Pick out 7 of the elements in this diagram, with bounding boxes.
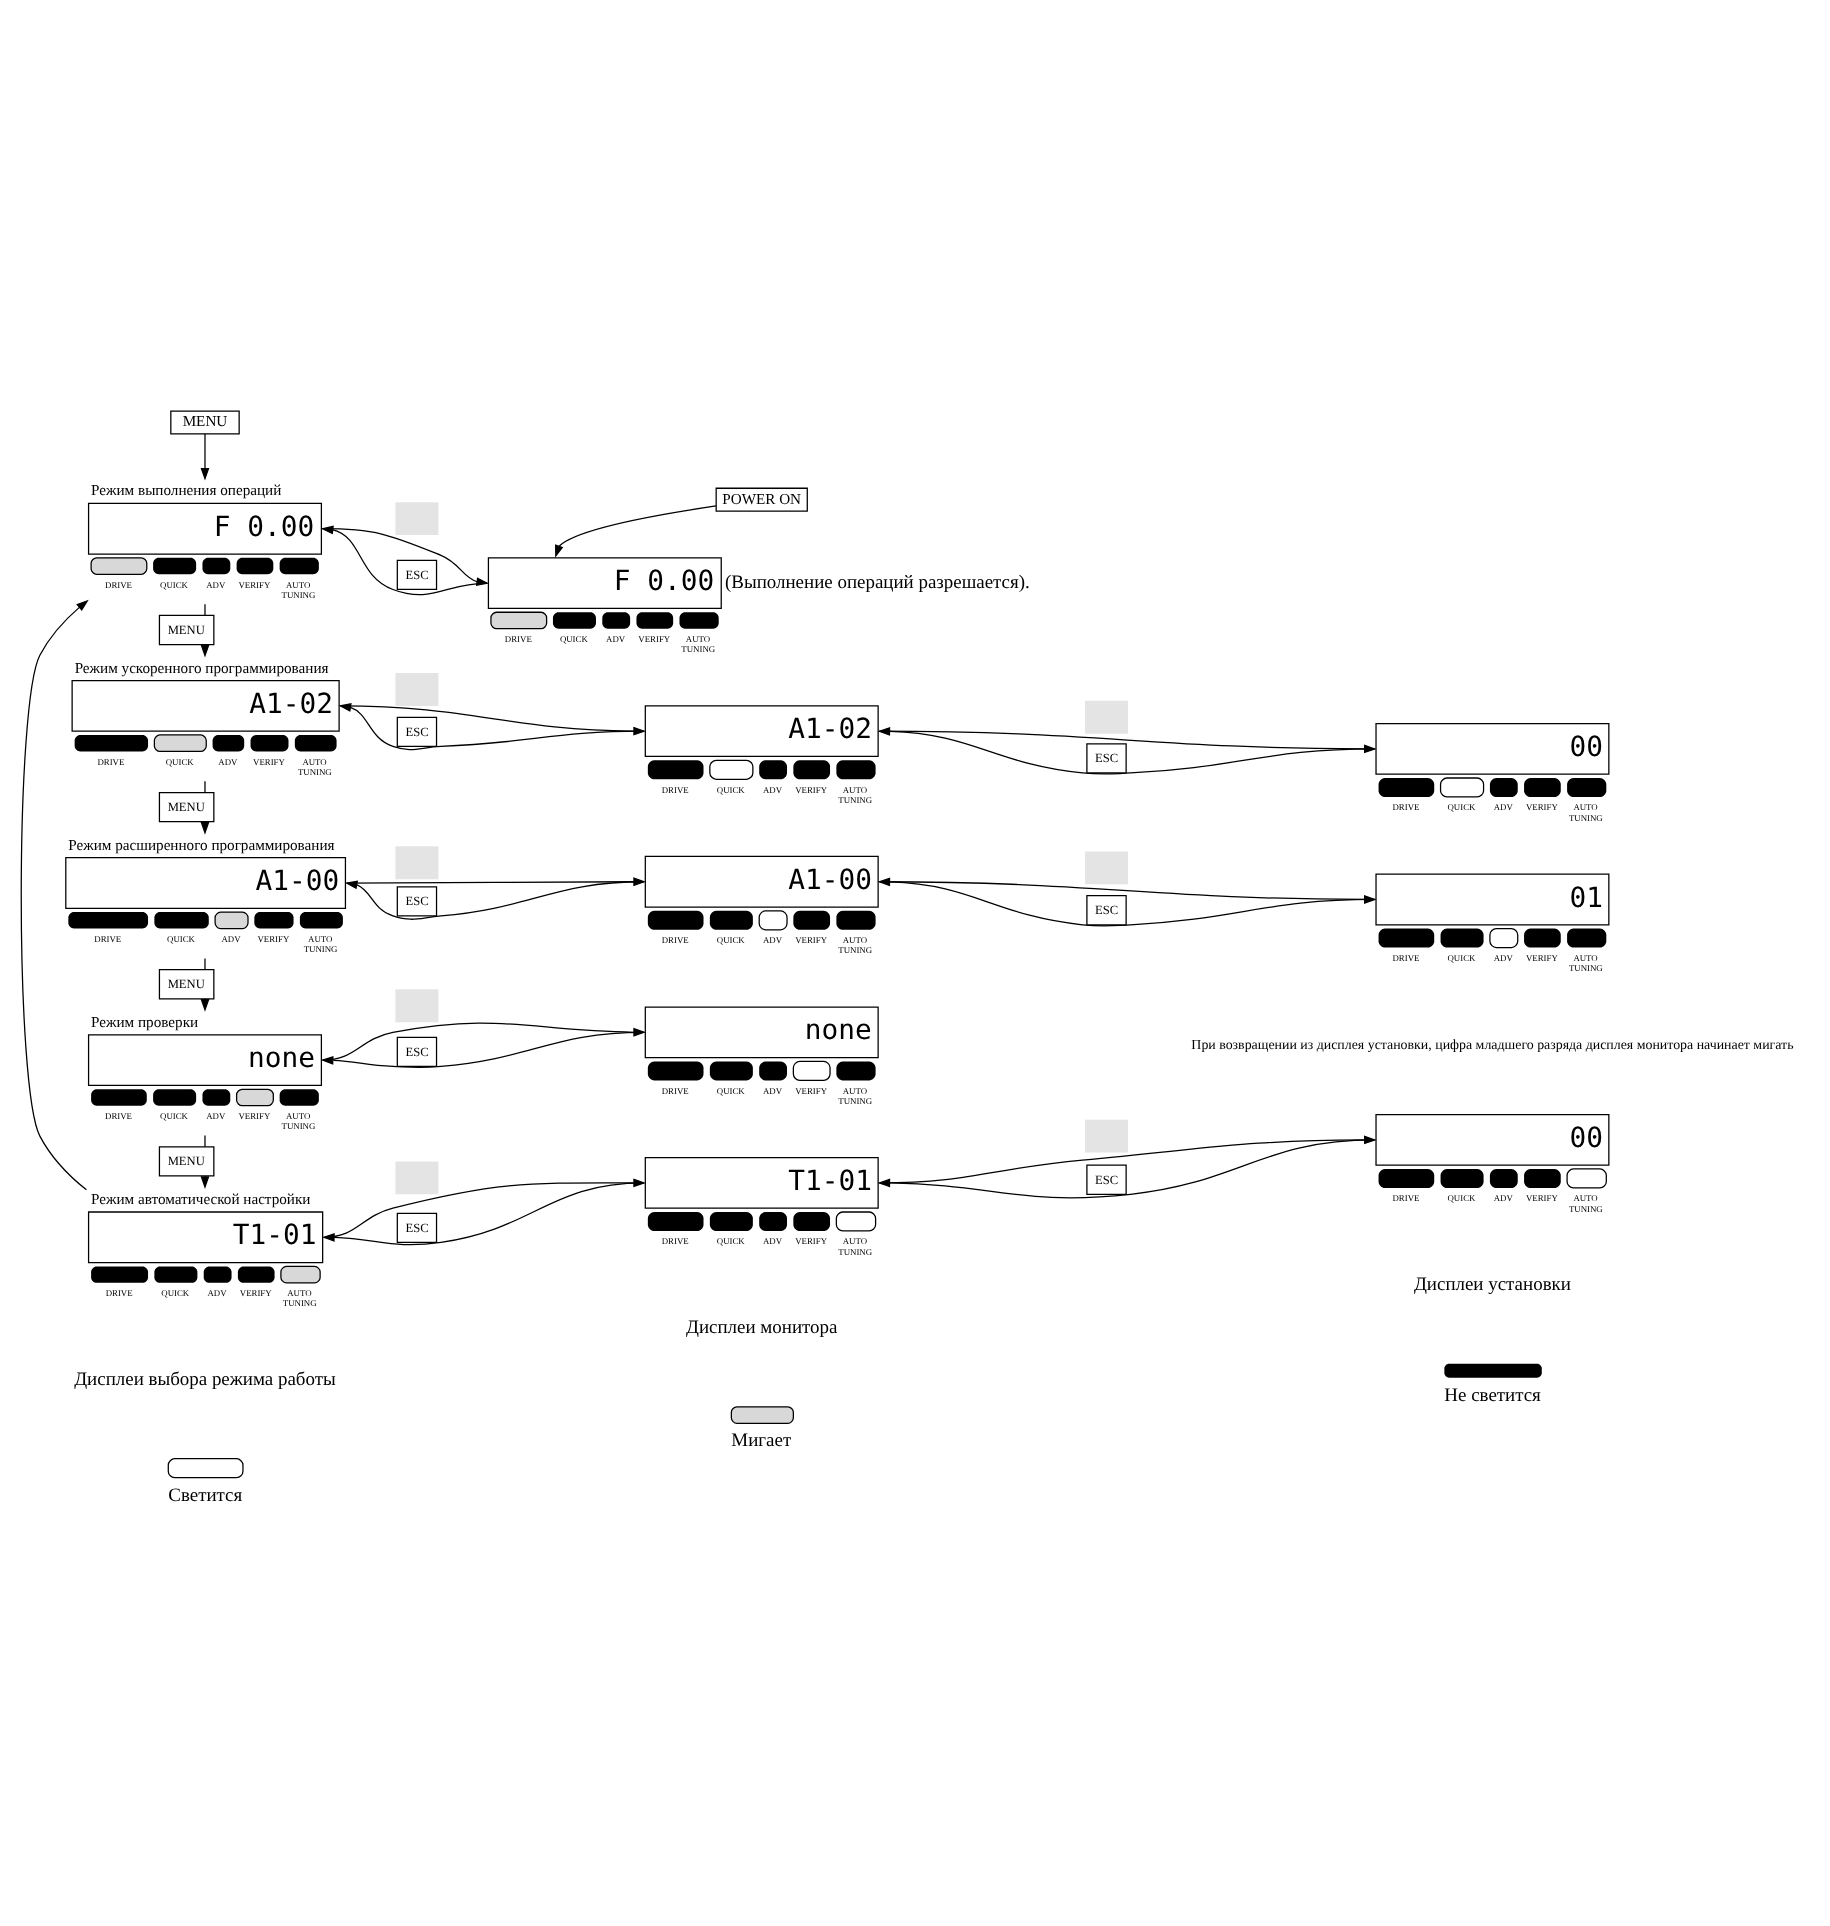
label: Дисплеи монитора — [686, 1317, 838, 1338]
label: Дисплеи выбора режима работы — [74, 1369, 336, 1390]
node-label: (Выполнение операций разрешается). — [725, 572, 1030, 593]
legend-label: Не светится — [1444, 1385, 1541, 1406]
legend-label: Мигает — [731, 1431, 792, 1452]
legend-label: Светится — [168, 1485, 243, 1506]
label: Дисплеи установки — [1413, 1274, 1571, 1295]
